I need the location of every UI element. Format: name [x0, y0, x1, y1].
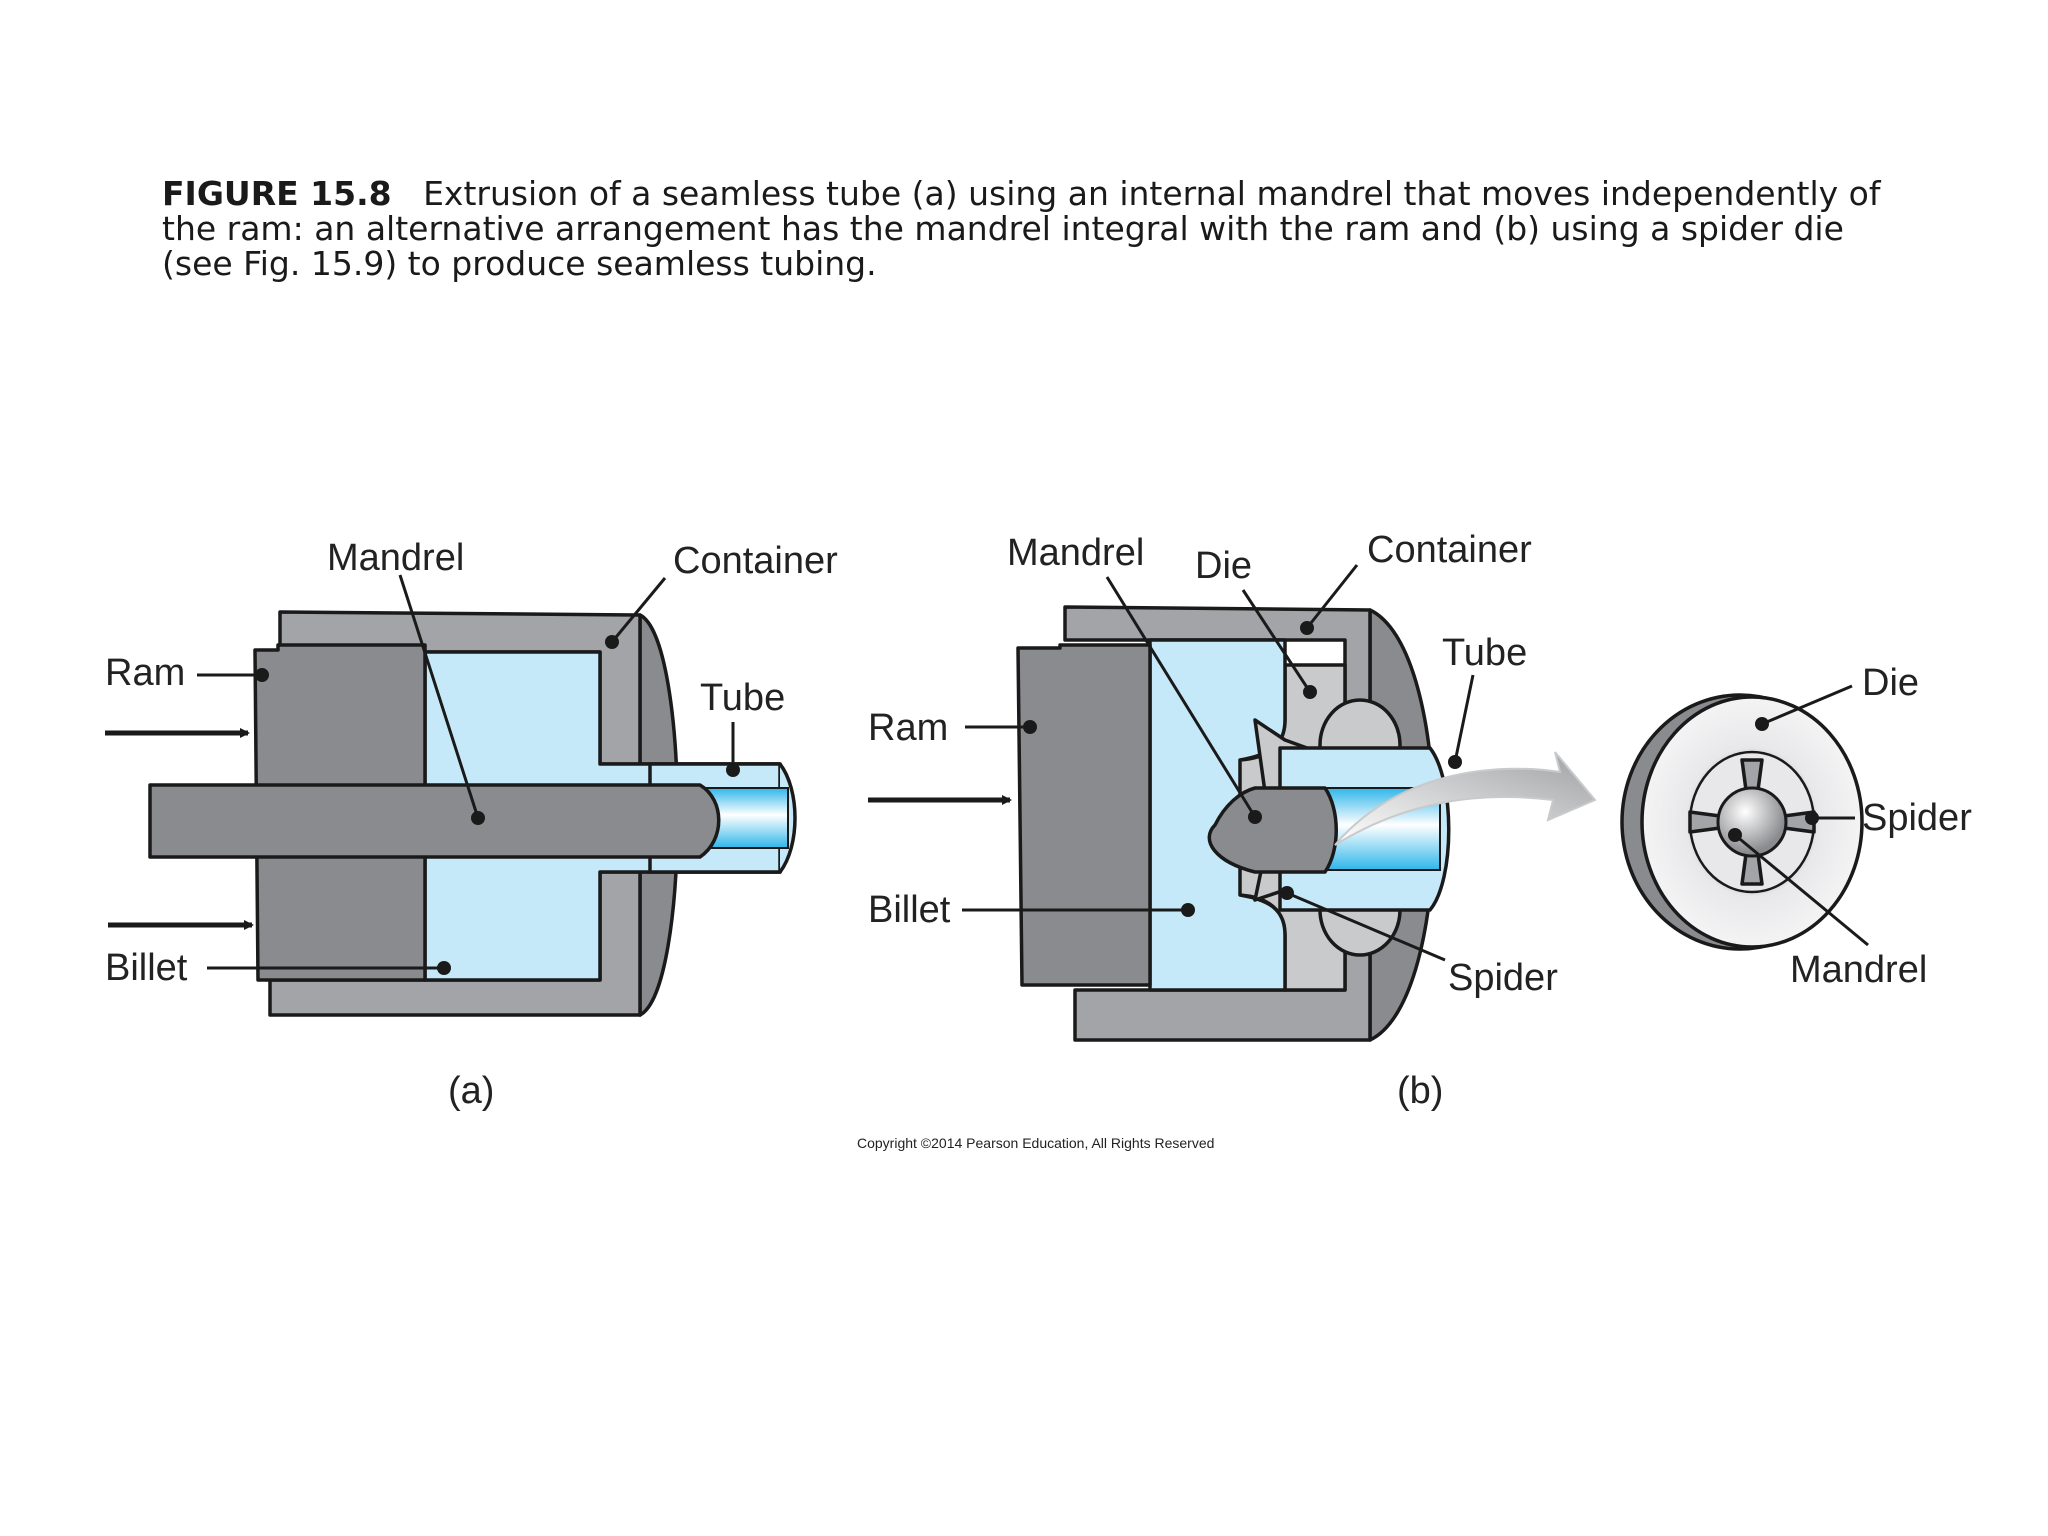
- label-mandrel-a: Mandrel: [327, 537, 464, 579]
- figure-number: FIGURE 15.8: [162, 174, 392, 213]
- billet-b: [1148, 638, 1287, 992]
- leader-container-a: [610, 577, 667, 643]
- label-tube-a: Tube: [700, 677, 785, 719]
- spider-die-detail: Die Spider Mandrel: [1620, 662, 1972, 991]
- copyright-notice: Copyright ©2014 Pearson Education, All R…: [857, 1135, 1214, 1151]
- label-spider-b: Spider: [1448, 957, 1558, 999]
- label-billet-a: Billet: [105, 947, 188, 989]
- leader-die-b: [1241, 589, 1312, 693]
- ram-b: [1016, 643, 1152, 987]
- leader-spider-b: [1286, 891, 1446, 962]
- label-mandrel-detail: Mandrel: [1790, 949, 1927, 991]
- label-container-b: Container: [1367, 529, 1532, 571]
- mandrel-a: [148, 783, 721, 859]
- label-container-a: Container: [673, 540, 838, 582]
- leader-tube-b: [1453, 674, 1475, 763]
- spider-arm-top: [1740, 758, 1764, 792]
- label-ram-b: Ram: [868, 707, 948, 749]
- leader-mandrel-detail: [1734, 833, 1869, 947]
- leader-container-b: [1305, 564, 1359, 629]
- label-die-detail: Die: [1862, 662, 1919, 704]
- spider-arm-bottom: [1740, 852, 1764, 886]
- label-spider-detail: Spider: [1862, 797, 1972, 839]
- label-ram-a: Ram: [105, 652, 185, 694]
- sublabel-a: (a): [448, 1070, 494, 1112]
- detail-arrow: [1334, 751, 1597, 846]
- figure-caption: FIGURE 15.8 Extrusion of a seamless tube…: [162, 176, 1922, 281]
- leader-mandrel-b: [1105, 576, 1257, 818]
- caption-text: Extrusion of a seamless tube (a) using a…: [162, 174, 1881, 283]
- label-billet-b: Billet: [868, 889, 951, 931]
- diagram-b: Mandrel Die Container Tube Ram Billet Sp…: [868, 529, 1597, 1112]
- mandrel-tip: [1716, 786, 1788, 858]
- sublabel-b: (b): [1397, 1070, 1443, 1112]
- leader-die-detail: [1761, 684, 1853, 726]
- label-die-b: Die: [1195, 545, 1252, 587]
- label-tube-b: Tube: [1442, 632, 1527, 674]
- mandrel-b: [1207, 786, 1338, 874]
- spider-arm-left: [1688, 810, 1722, 834]
- diagram-a: Mandrel Container Ram Tube Billet (a): [105, 537, 838, 1112]
- label-mandrel-b: Mandrel: [1007, 532, 1144, 574]
- leader-mandrel-a: [398, 574, 480, 819]
